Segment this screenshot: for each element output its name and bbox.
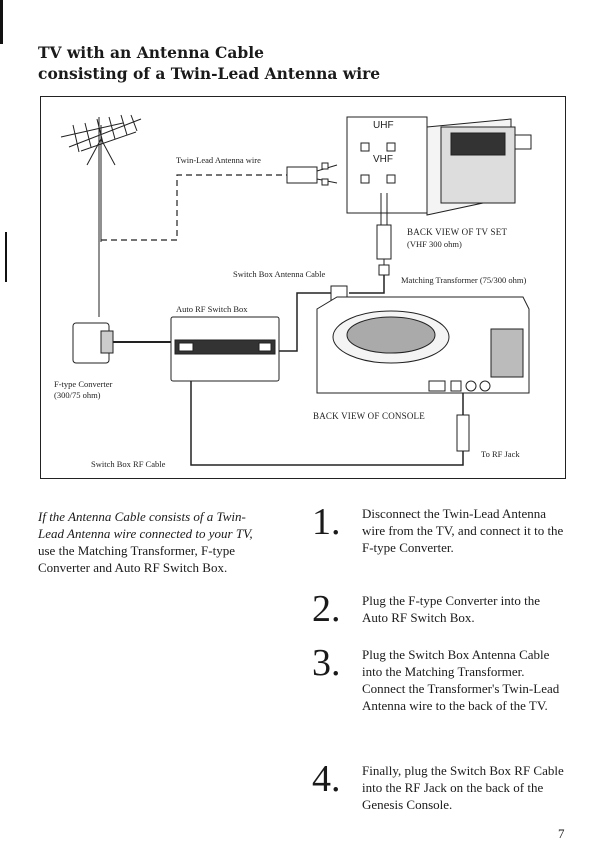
label-f-type-converter: F-type Converter [54,379,113,389]
title-line-2: consisting of a Twin-Lead Antenna wire [38,64,381,83]
genesis-console [316,296,530,394]
label-matching-transformer: Matching Transformer (75/300 ohm) [401,275,527,285]
matching-transformer [376,224,392,276]
f-type-converter [72,242,171,364]
tv-set-back [346,116,532,225]
switch-box-rf-cable [190,381,470,466]
twin-lead-connector [286,162,338,186]
page-title: TV with an Antenna Cable consisting of a… [38,42,380,84]
label-twin-lead: Twin-Lead Antenna wire [176,155,261,165]
antenna-drawing [60,114,142,242]
intro-paragraph: If the Antenna Cable consists of a Twin-… [38,508,268,576]
label-back-view-tv-ohm: (VHF 300 ohm) [407,239,462,249]
step-number: 3. [312,642,341,684]
twin-lead-wire [101,174,297,241]
label-uhf: UHF [373,120,394,131]
step-text: Plug the F-type Converter into the Auto … [362,593,541,625]
title-line-1: TV with an Antenna Cable [38,43,264,62]
label-f-type-converter-ohm: (300/75 ohm) [54,390,101,400]
label-switch-box-rf-cable: Switch Box RF Cable [91,459,166,469]
label-auto-rf-switch-box: Auto RF Switch Box [176,304,248,314]
label-back-view-tv: BACK VIEW OF TV SET [407,227,508,237]
label-to-rf-jack: To RF Jack [481,449,520,459]
auto-rf-switch-box [170,316,280,382]
step-number: 1. [312,501,341,543]
step-text: Disconnect the Twin-Lead Antenna wire fr… [362,506,564,555]
page-number: 7 [558,826,565,841]
label-vhf: VHF [373,154,393,165]
step-text: Plug the Switch Box Antenna Cable into t… [362,647,560,713]
label-back-view-console: BACK VIEW OF CONSOLE [313,411,425,421]
binding-edge-mark [0,0,3,44]
binding-edge-mark-lower [5,232,7,282]
intro-plain: use the Matching Transformer, F-type Con… [38,543,235,575]
label-switch-box-antenna-cable: Switch Box Antenna Cable [233,269,326,279]
intro-italic: If the Antenna Cable consists of a Twin-… [38,509,253,541]
diagram-drawing [60,114,532,466]
step-number: 2. [312,588,341,630]
step-text: Finally, plug the Switch Box RF Cable in… [362,763,564,812]
connection-diagram: Twin-Lead Antenna wire UHF VHF BACK VIEW… [40,96,566,479]
step-number: 4. [312,758,341,800]
switch-box-antenna-cable [279,275,385,352]
